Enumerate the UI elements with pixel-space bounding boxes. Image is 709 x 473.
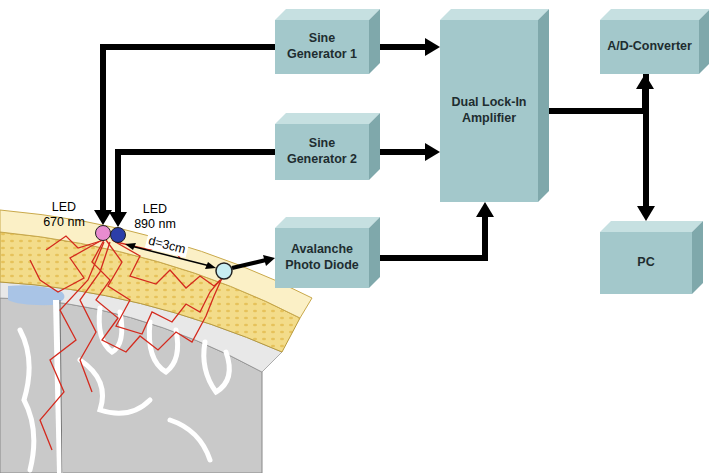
- signal-arrow: [380, 44, 425, 50]
- signal-arrow: [549, 89, 645, 111]
- signal-arrow: [643, 74, 649, 206]
- photodiode-box: Avalanche Photo Diode: [275, 228, 369, 288]
- box-label: Sine Generator 2: [275, 136, 369, 167]
- sine-generator-box: Sine Generator 2: [275, 124, 369, 180]
- led-label: LED 890 nm: [131, 202, 179, 232]
- sine-generator-box: Sine Generator 1: [275, 20, 369, 74]
- lock-in-box: Dual Lock-In Amplifier: [440, 20, 538, 202]
- signal-arrow: [380, 149, 425, 155]
- pc-box: PC: [600, 232, 692, 294]
- signal-arrow: [118, 152, 275, 212]
- box-label: Dual Lock-In Amplifier: [440, 95, 538, 126]
- box-label: PC: [633, 255, 658, 271]
- signal-arrow: [380, 217, 485, 258]
- converter-box: A/D-Converter: [600, 20, 699, 74]
- led-circle: LED 670 nm: [95, 225, 111, 241]
- box-label: Sine Generator 1: [275, 31, 369, 62]
- led-circle: LED 890 nm: [110, 227, 126, 243]
- box-label: Avalanche Photo Diode: [275, 242, 369, 273]
- led-label: LED 670 nm: [40, 200, 88, 230]
- box-label: A/D-Converter: [603, 39, 696, 55]
- signal-arrow: [103, 47, 275, 210]
